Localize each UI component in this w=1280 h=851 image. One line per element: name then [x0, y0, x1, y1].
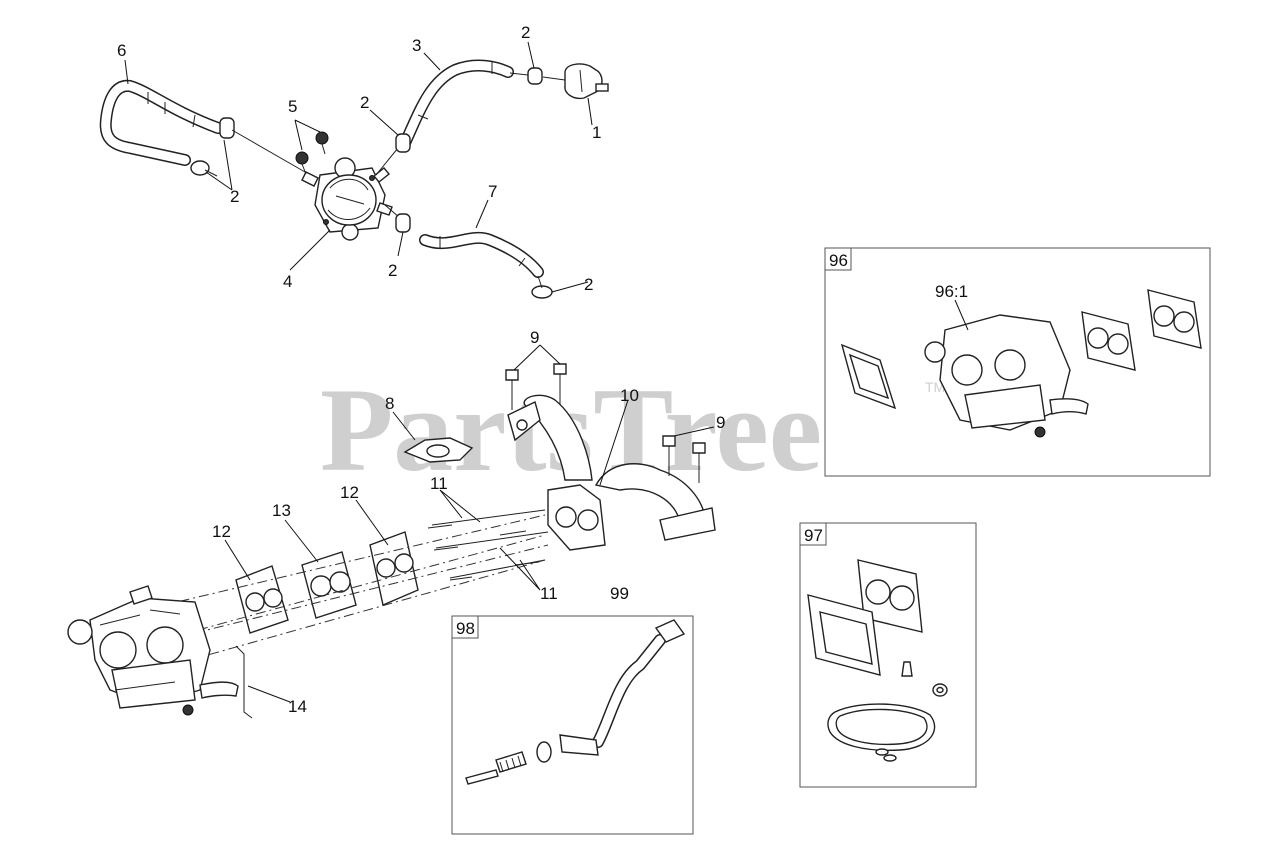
callout-2-pump-out: 2: [360, 93, 369, 112]
kit-96-box: [824, 247, 1211, 477]
kit-96-carburetor[interactable]: [924, 314, 1089, 438]
fuel-line-3[interactable]: [399, 59, 514, 149]
watermark-trademark: TM: [925, 379, 945, 395]
callout-9-top: 9: [530, 328, 539, 347]
kit-96-gasket-mid[interactable]: [1081, 311, 1136, 371]
callout-5: 5: [288, 97, 297, 116]
hose-clamp-2b[interactable]: [395, 133, 411, 153]
kit-98-tag-box: [451, 615, 479, 639]
leader-lines: [124, 41, 969, 703]
gasket-12b[interactable]: [369, 531, 419, 606]
gasket-12a[interactable]: [235, 565, 289, 634]
carburetor-assembly[interactable]: [67, 585, 239, 716]
intake-manifold-10[interactable]: [507, 394, 716, 551]
kit-98-box: [451, 615, 694, 835]
callout-2-line-end: 2: [584, 275, 593, 294]
callout-8: 8: [385, 394, 394, 413]
kit-97-tag-box: [799, 522, 827, 546]
hose-clamp-2c[interactable]: [527, 67, 543, 85]
center-line-filter: [509, 72, 566, 81]
kit-97-washer[interactable]: [932, 683, 948, 697]
screw-5[interactable]: [295, 131, 329, 175]
fuel-line-7[interactable]: [419, 231, 544, 278]
stud-11[interactable]: [427, 509, 549, 581]
fuel-line-6[interactable]: [99, 79, 224, 166]
callout-3: 3: [412, 36, 421, 55]
bolt-9[interactable]: [505, 363, 706, 483]
callout-14: 14: [288, 697, 307, 716]
kit-97-needle[interactable]: [901, 661, 913, 677]
kit-96-tag-box: [824, 247, 852, 271]
fuel-filter-1[interactable]: [564, 63, 609, 100]
kit-97-gasket-b[interactable]: [807, 594, 881, 676]
kit-97-gasket-a[interactable]: [857, 559, 923, 633]
callout-12-right: 12: [340, 483, 359, 502]
callout-12-left: 12: [212, 522, 231, 541]
callout-11-bottom: 11: [540, 584, 558, 603]
callout-99: 99: [610, 584, 629, 603]
callout-1: 1: [592, 123, 601, 142]
callout-9-right: 9: [716, 413, 725, 432]
fuel-pump-4[interactable]: [301, 157, 393, 241]
hose-clamp-2e[interactable]: [531, 275, 553, 299]
kit-96-label: 96: [829, 251, 848, 270]
callout-13: 13: [272, 501, 291, 520]
callout-2-pump-in: 2: [388, 261, 397, 280]
hose-clamp-2a[interactable]: [190, 117, 235, 177]
callout-2-left: 2: [230, 187, 239, 206]
choke-link-14[interactable]: [235, 645, 253, 719]
kit-98-solenoid[interactable]: [465, 619, 686, 785]
callout-4: 4: [283, 272, 292, 291]
center-line-left: [231, 129, 306, 173]
kit-98-label: 98: [456, 619, 475, 638]
kit-97-small-washers[interactable]: [875, 748, 897, 762]
kit-96-gasket-left[interactable]: [840, 343, 897, 410]
center-line-pump-out: [375, 147, 399, 176]
callout-2-filter: 2: [521, 23, 530, 42]
callout-10: 10: [620, 386, 639, 405]
gasket-8[interactable]: [403, 437, 474, 463]
callout-11-top: 11: [430, 474, 448, 493]
kit-97-oring[interactable]: [827, 703, 936, 752]
spacer-13[interactable]: [301, 551, 357, 619]
callout-6: 6: [117, 41, 126, 60]
kit-97-label: 97: [804, 526, 823, 545]
kit-97-box: [799, 522, 977, 788]
callout-96-1: 96:1: [935, 282, 968, 301]
kit-96-gasket-right[interactable]: [1147, 289, 1202, 349]
hose-clamp-2d[interactable]: [395, 213, 411, 233]
callout-7: 7: [488, 182, 497, 201]
